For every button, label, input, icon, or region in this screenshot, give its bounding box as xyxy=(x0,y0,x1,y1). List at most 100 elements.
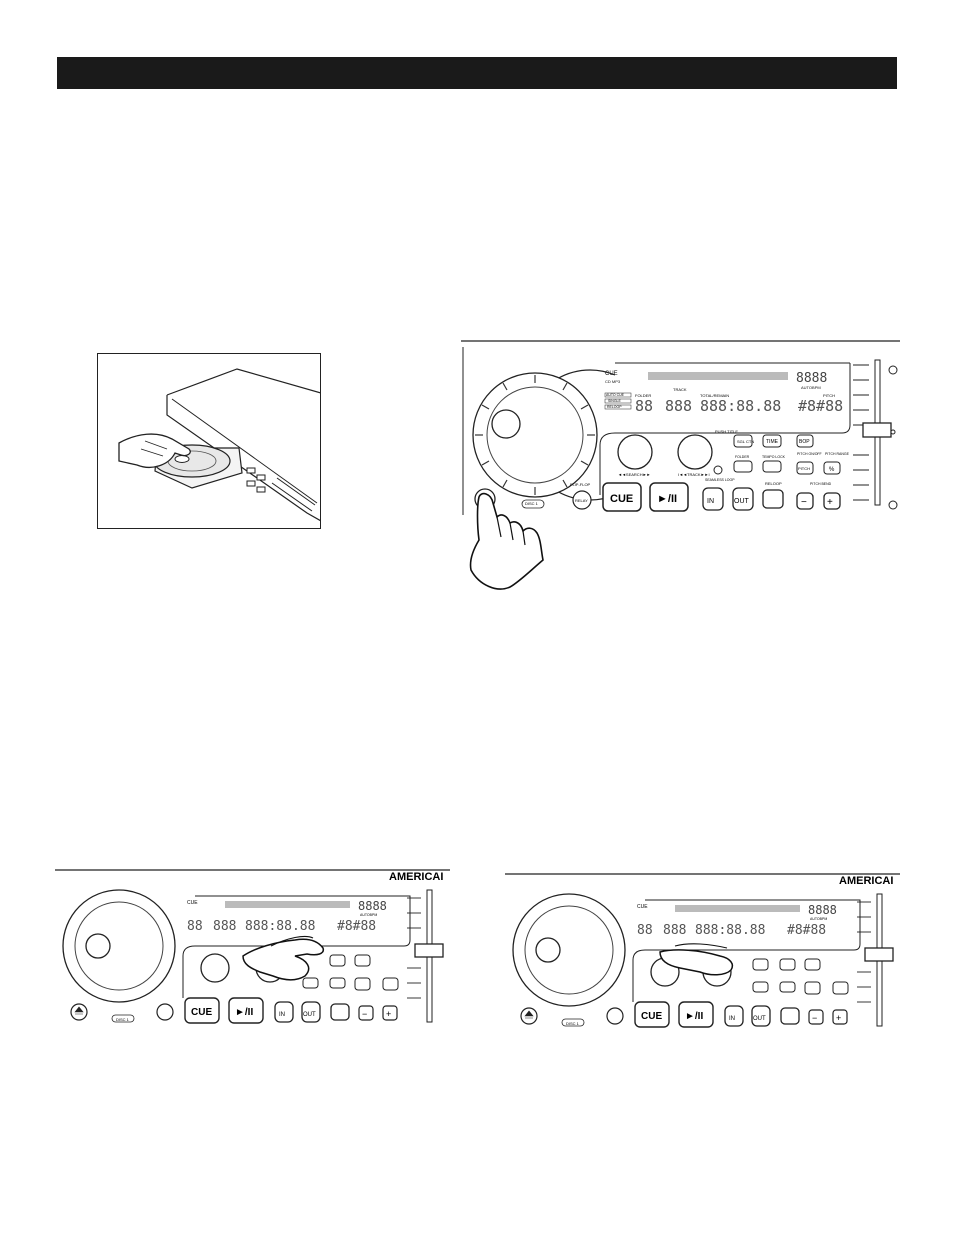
svg-text:AUTOBPM: AUTOBPM xyxy=(801,385,821,390)
svg-text:888: 888 xyxy=(665,397,692,415)
svg-text:CUE: CUE xyxy=(191,1007,212,1018)
pitch-bend-minus-button[interactable] xyxy=(796,492,814,510)
pitch-range-button[interactable] xyxy=(823,461,841,475)
pitch-bend-plus-button[interactable] xyxy=(832,1009,848,1025)
relay-button[interactable] xyxy=(156,1003,174,1021)
tempo-lock-button[interactable] xyxy=(779,981,796,993)
svg-text:+: + xyxy=(836,1013,841,1023)
loop-in-button[interactable] xyxy=(702,487,724,511)
cd-player-front-panel-small: AMERICAI CUE 8888 AUTOBPM 88 888 888:88.… xyxy=(505,873,900,1028)
search-knob[interactable] xyxy=(617,434,653,470)
pitch-bend-minus-button[interactable] xyxy=(808,1009,824,1025)
time-button[interactable] xyxy=(779,958,796,971)
svg-text:888: 888 xyxy=(213,919,236,934)
relay-button[interactable] xyxy=(606,1007,624,1025)
svg-text:AMERICAI: AMERICAI xyxy=(389,871,443,883)
svg-text:OUT: OUT xyxy=(753,1016,766,1022)
svg-text:88: 88 xyxy=(635,397,653,415)
svg-text:OUT: OUT xyxy=(734,498,750,505)
svg-text:RELOOP: RELOOP xyxy=(607,405,622,409)
play-pause-button[interactable] xyxy=(678,1001,714,1028)
svg-text:8888: 8888 xyxy=(808,903,837,917)
pitch-bend-plus-button[interactable] xyxy=(382,1005,398,1021)
bop-button[interactable] xyxy=(354,954,371,967)
pitch-range-button[interactable] xyxy=(382,977,399,991)
relay-button[interactable] xyxy=(572,490,592,510)
folder-button[interactable] xyxy=(302,977,319,989)
pitch-range-button[interactable] xyxy=(832,981,849,995)
svg-text:FLIP-FLOP: FLIP-FLOP xyxy=(570,482,591,487)
time-button[interactable] xyxy=(762,434,782,448)
svg-text:IN: IN xyxy=(729,1016,735,1022)
hand-pressing-power-icon xyxy=(469,492,544,590)
loop-out-button[interactable] xyxy=(732,487,754,511)
svg-text:88: 88 xyxy=(637,923,653,938)
loop-out-button[interactable] xyxy=(751,1005,771,1027)
svg-text:RELOOP: RELOOP xyxy=(765,481,782,486)
pitch-bend-minus-button[interactable] xyxy=(358,1005,374,1021)
cue-button[interactable] xyxy=(602,482,642,512)
pitch-slider-handle[interactable] xyxy=(414,943,444,958)
track-knob[interactable] xyxy=(677,434,713,470)
hand-pushing-track-knob-icon xyxy=(659,943,734,976)
pitch-slider-handle[interactable] xyxy=(864,947,894,962)
play-pause-button[interactable] xyxy=(649,482,689,512)
cue-button[interactable] xyxy=(634,1001,670,1028)
svg-text:SGL CTN: SGL CTN xyxy=(737,439,754,444)
pitch-bend-plus-button[interactable] xyxy=(823,492,841,510)
cd-player-front-panel-small: AMERICAI CUE 8888 AUTOBPM 88 888 888:88.… xyxy=(55,869,450,1024)
svg-text:8888: 8888 xyxy=(796,371,827,386)
folder-button[interactable] xyxy=(733,460,753,473)
svg-text:CUE: CUE xyxy=(637,904,648,910)
sgl-ctn-button[interactable] xyxy=(752,958,769,971)
svg-text:888:88.88: 888:88.88 xyxy=(695,923,765,938)
svg-text:%: % xyxy=(829,467,835,473)
svg-text:IN: IN xyxy=(279,1012,285,1018)
loop-out-button[interactable] xyxy=(301,1001,321,1023)
cue-button[interactable] xyxy=(184,997,220,1024)
loop-in-button[interactable] xyxy=(274,1001,294,1023)
svg-text:CUE: CUE xyxy=(605,371,618,377)
search-knob[interactable] xyxy=(200,953,230,983)
reloop-button[interactable] xyxy=(762,489,784,509)
play-pause-button[interactable] xyxy=(228,997,264,1024)
pitch-button[interactable] xyxy=(796,461,814,475)
disc-insert-figure xyxy=(97,353,322,529)
tempo-lock-button[interactable] xyxy=(329,977,346,989)
loop-in-button[interactable] xyxy=(724,1005,744,1027)
pitch-button[interactable] xyxy=(354,977,371,991)
svg-text:−: − xyxy=(812,1013,817,1023)
svg-text:◄◄SEARCH►►: ◄◄SEARCH►► xyxy=(618,472,651,477)
time-button[interactable] xyxy=(329,954,346,967)
svg-text:PITCH: PITCH xyxy=(798,466,810,471)
section-header-bar xyxy=(57,57,897,89)
svg-text:CUE: CUE xyxy=(610,493,633,505)
svg-text:PITCH ON/OFF: PITCH ON/OFF xyxy=(797,452,822,456)
svg-text:RELAY: RELAY xyxy=(575,498,588,503)
svg-text:#8#88: #8#88 xyxy=(337,919,376,934)
tempo-lock-button[interactable] xyxy=(762,460,782,473)
bop-button[interactable] xyxy=(796,434,814,448)
svg-text:DISC 1: DISC 1 xyxy=(566,1021,580,1026)
pitch-button[interactable] xyxy=(804,981,821,995)
sgl-ctn-button[interactable] xyxy=(733,434,753,448)
folder-button[interactable] xyxy=(752,981,769,993)
svg-text:TOTAL/REMAIN: TOTAL/REMAIN xyxy=(700,393,729,398)
svg-text:DISC 1: DISC 1 xyxy=(525,501,539,506)
bop-button[interactable] xyxy=(804,958,821,971)
svg-text:IN: IN xyxy=(707,498,714,505)
svg-text:−: − xyxy=(362,1009,367,1019)
svg-text:AMERICAI: AMERICAI xyxy=(839,875,893,887)
svg-text:−: − xyxy=(801,497,807,508)
panel-bottom-left-figure: AMERICAI CUE 8888 AUTOBPM 88 888 888:88.… xyxy=(55,868,450,1028)
reloop-button[interactable] xyxy=(780,1007,800,1025)
svg-text:PITCH BEND: PITCH BEND xyxy=(810,482,832,486)
svg-text:888:88.88: 888:88.88 xyxy=(700,397,781,415)
pitch-slider-handle[interactable] xyxy=(862,422,892,438)
panel-main-figure: CUE CD MP3 8888 AUTOBPM AUTO CUE SINGLE … xyxy=(455,335,900,595)
svg-text:DISC 1: DISC 1 xyxy=(116,1017,130,1022)
svg-text:#8#88: #8#88 xyxy=(787,923,826,938)
svg-text:AUTOBPM: AUTOBPM xyxy=(810,917,827,921)
svg-text:OUT: OUT xyxy=(303,1012,316,1018)
reloop-button[interactable] xyxy=(330,1003,350,1021)
